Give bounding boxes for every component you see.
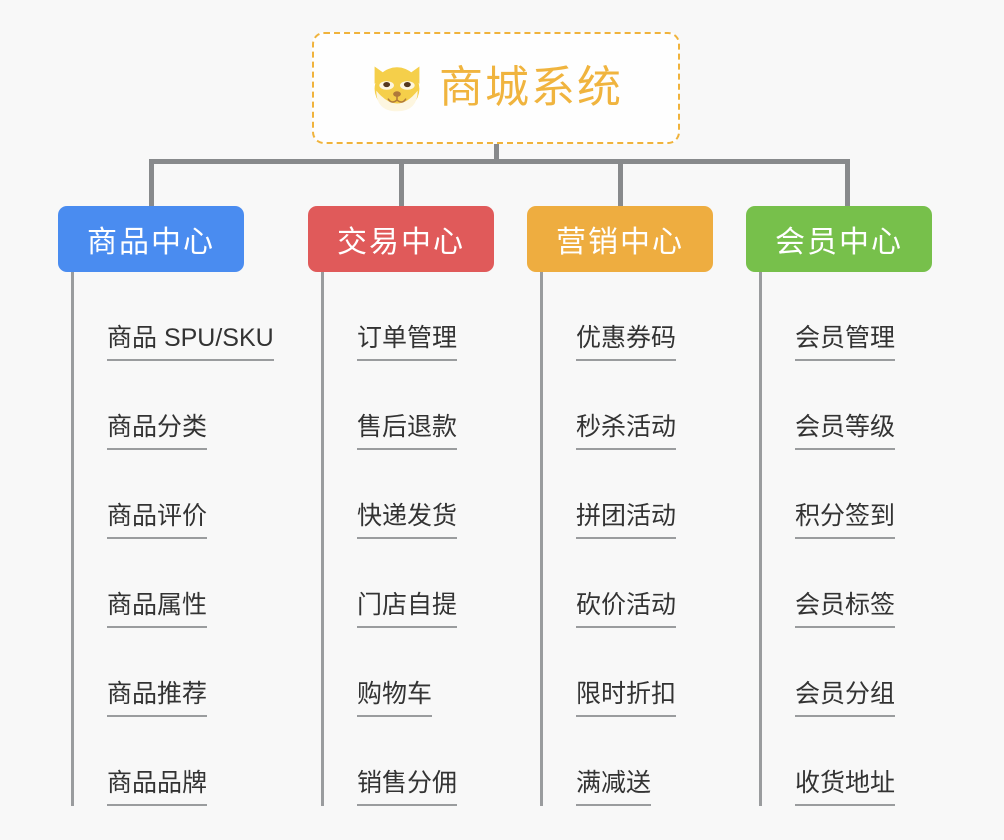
list-item[interactable]: 优惠券码 xyxy=(543,272,713,361)
list-item[interactable]: 快递发货 xyxy=(324,450,494,539)
leaf-label: 会员等级 xyxy=(795,413,896,450)
leaf-label: 快递发货 xyxy=(357,502,458,539)
leaf-label: 会员分组 xyxy=(795,680,896,717)
leaf-label: 商品评价 xyxy=(107,502,208,539)
leaf-label: 商品品牌 xyxy=(107,769,208,806)
list-item[interactable]: 商品品牌 xyxy=(74,717,274,806)
connector-drop-marketing-center xyxy=(618,159,623,207)
list-item[interactable]: 售后退款 xyxy=(324,361,494,450)
leaf-label: 购物车 xyxy=(357,680,433,717)
list-item[interactable]: 会员标签 xyxy=(762,539,932,628)
list-item[interactable]: 拼团活动 xyxy=(543,450,713,539)
category-header-product-center[interactable]: 商品中心 xyxy=(58,206,244,272)
leaf-stack-trade-center: 订单管理 售后退款 快递发货 门店自提 购物车 销售分佣 xyxy=(321,272,494,806)
leaf-label: 会员管理 xyxy=(795,324,896,361)
column-member-center: 会员中心 会员管理 会员等级 积分签到 会员标签 会员分组 收货地址 xyxy=(746,206,932,806)
leaf-label: 订单管理 xyxy=(357,324,458,361)
leaf-stack-marketing-center: 优惠券码 秒杀活动 拼团活动 砍价活动 限时折扣 满减送 xyxy=(540,272,713,806)
leaf-label: 积分签到 xyxy=(795,502,896,539)
leaf-label: 门店自提 xyxy=(357,591,458,628)
leaf-label: 秒杀活动 xyxy=(576,413,677,450)
list-item[interactable]: 限时折扣 xyxy=(543,628,713,717)
list-item[interactable]: 商品 SPU/SKU xyxy=(74,272,274,361)
leaf-stack-member-center: 会员管理 会员等级 积分签到 会员标签 会员分组 收货地址 xyxy=(759,272,932,806)
root-title: 商城系统 xyxy=(439,63,623,112)
list-item[interactable]: 商品分类 xyxy=(74,361,274,450)
connector-horizontal-bus xyxy=(150,159,850,164)
connector-drop-trade-center xyxy=(399,159,404,207)
leaf-label: 砍价活动 xyxy=(576,591,677,628)
category-header-member-center[interactable]: 会员中心 xyxy=(746,206,932,272)
leaf-label: 商品属性 xyxy=(107,591,208,628)
connector-drop-member-center xyxy=(845,159,850,207)
root-node[interactable]: 商城系统 xyxy=(312,32,680,144)
list-item[interactable]: 满减送 xyxy=(543,717,713,806)
leaf-label: 商品分类 xyxy=(107,413,208,450)
shiba-dog-face-icon xyxy=(374,66,420,113)
column-marketing-center: 营销中心 优惠券码 秒杀活动 拼团活动 砍价活动 限时折扣 满减送 xyxy=(527,206,713,806)
column-product-center: 商品中心 商品 SPU/SKU 商品分类 商品评价 商品属性 商品推荐 商品品牌 xyxy=(58,206,274,806)
leaf-label: 优惠券码 xyxy=(576,324,677,361)
leaf-label: 限时折扣 xyxy=(576,680,677,717)
list-item[interactable]: 积分签到 xyxy=(762,450,932,539)
list-item[interactable]: 购物车 xyxy=(324,628,494,717)
list-item[interactable]: 会员等级 xyxy=(762,361,932,450)
leaf-label: 售后退款 xyxy=(357,413,458,450)
list-item[interactable]: 销售分佣 xyxy=(324,717,494,806)
list-item[interactable]: 商品属性 xyxy=(74,539,274,628)
leaf-label: 销售分佣 xyxy=(357,769,458,806)
list-item[interactable]: 会员管理 xyxy=(762,272,932,361)
column-trade-center: 交易中心 订单管理 售后退款 快递发货 门店自提 购物车 销售分佣 xyxy=(308,206,494,806)
list-item[interactable]: 门店自提 xyxy=(324,539,494,628)
leaf-label: 商品 SPU/SKU xyxy=(107,324,274,361)
leaf-label: 拼团活动 xyxy=(576,502,677,539)
connector-root-stem xyxy=(494,144,499,162)
category-header-trade-center[interactable]: 交易中心 xyxy=(308,206,494,272)
category-header-marketing-center[interactable]: 营销中心 xyxy=(527,206,713,272)
list-item[interactable]: 商品推荐 xyxy=(74,628,274,717)
list-item[interactable]: 收货地址 xyxy=(762,717,932,806)
leaf-label: 满减送 xyxy=(576,769,652,806)
leaf-label: 会员标签 xyxy=(795,591,896,628)
leaf-label: 收货地址 xyxy=(795,769,896,806)
list-item[interactable]: 会员分组 xyxy=(762,628,932,717)
connector-drop-product-center xyxy=(149,159,154,207)
list-item[interactable]: 砍价活动 xyxy=(543,539,713,628)
leaf-stack-product-center: 商品 SPU/SKU 商品分类 商品评价 商品属性 商品推荐 商品品牌 xyxy=(71,272,274,806)
list-item[interactable]: 秒杀活动 xyxy=(543,361,713,450)
list-item[interactable]: 订单管理 xyxy=(324,272,494,361)
list-item[interactable]: 商品评价 xyxy=(74,450,274,539)
leaf-label: 商品推荐 xyxy=(107,680,208,717)
